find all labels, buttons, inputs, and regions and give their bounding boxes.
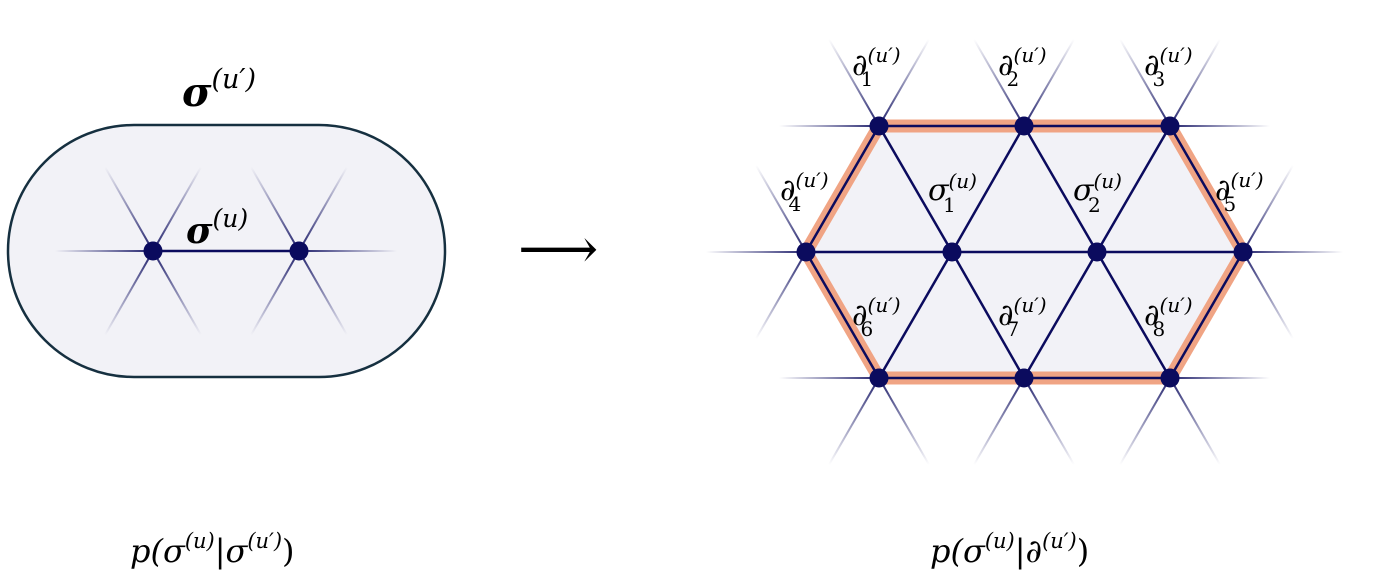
lattice-edge: [804, 251, 881, 379]
lattice-edges: [804, 124, 1245, 380]
outer-ray: [878, 377, 930, 466]
lattice-node: [1160, 368, 1180, 388]
outer-ray: [1119, 377, 1171, 466]
outer-rays: [706, 38, 1343, 466]
lattice-edge: [1168, 125, 1245, 253]
inner-node-1: [143, 241, 163, 261]
left-caption: p(σ(u)|σ(u′)): [130, 529, 295, 570]
outer-ray: [828, 38, 880, 127]
outer-ray: [1242, 251, 1294, 340]
lattice-nodes: [796, 116, 1253, 388]
lattice-node: [1087, 242, 1107, 262]
left-panel: σ(u′) σ(u) p(σ(u)|σ(u′)): [6, 64, 447, 570]
left-rays: [55, 166, 397, 336]
lattice-node: [1160, 116, 1180, 136]
lattice-node: [869, 368, 889, 388]
lattice-edge: [950, 251, 1026, 379]
lattice-node: [1014, 368, 1034, 388]
boundary-label-6: ∂(u′)6: [852, 293, 901, 341]
lattice-edge: [1095, 125, 1172, 253]
outer-ray: [755, 251, 807, 340]
boundary-label-7: ∂(u′)7: [998, 293, 1047, 341]
boundary-label-3: ∂(u′)3: [1144, 43, 1193, 91]
boundary-label-2: ∂(u′)2: [998, 43, 1047, 91]
outer-ray: [1023, 377, 1075, 466]
outer-ray: [1169, 377, 1221, 466]
outer-region-label: σ(u′): [182, 64, 256, 116]
outer-ray: [973, 377, 1025, 466]
right-caption: p(σ(u)|∂(u′)): [930, 529, 1089, 570]
lattice-edge: [1022, 125, 1099, 253]
lattice-edge: [804, 125, 881, 253]
outer-ray: [1119, 38, 1171, 127]
right-panel: σ(u)1 σ(u)2 ∂(u′)1 ∂(u′)2 ∂(u′)3 ∂(u′)4 …: [706, 38, 1343, 570]
sigma-2-label: σ(u)2: [1073, 169, 1122, 217]
lattice-edge: [1022, 251, 1099, 379]
outer-ray: [1242, 164, 1294, 253]
outer-ray: [878, 38, 930, 127]
lattice-edge: [1168, 251, 1245, 379]
boundary-label-8: ∂(u′)8: [1144, 293, 1193, 341]
lattice-edge: [877, 125, 954, 253]
outer-ray: [1023, 38, 1075, 127]
lattice-edge: [950, 125, 1026, 253]
outer-ray: [755, 164, 807, 253]
lattice-node: [796, 242, 816, 262]
outer-ray: [1169, 38, 1221, 127]
boundary-label-1: ∂(u′)1: [852, 43, 901, 91]
inner-node-2: [289, 241, 309, 261]
transition-arrow: ⟶: [518, 217, 598, 282]
lattice-node: [942, 242, 962, 262]
arrow-glyph: ⟶: [518, 217, 598, 282]
outer-ray: [828, 377, 880, 466]
lattice-edge: [877, 251, 954, 379]
inner-region-label: σ(u): [186, 204, 248, 252]
boundary-label-5: ∂(u′)5: [1215, 168, 1264, 216]
outer-ray: [973, 38, 1025, 127]
lattice-edge: [1095, 251, 1172, 379]
lattice-node: [869, 116, 889, 136]
boundary-label-4: ∂(u′)4: [780, 168, 829, 216]
lattice-node: [1233, 242, 1253, 262]
sigma-1-label: σ(u)1: [928, 169, 977, 217]
lattice-node: [1014, 116, 1034, 136]
